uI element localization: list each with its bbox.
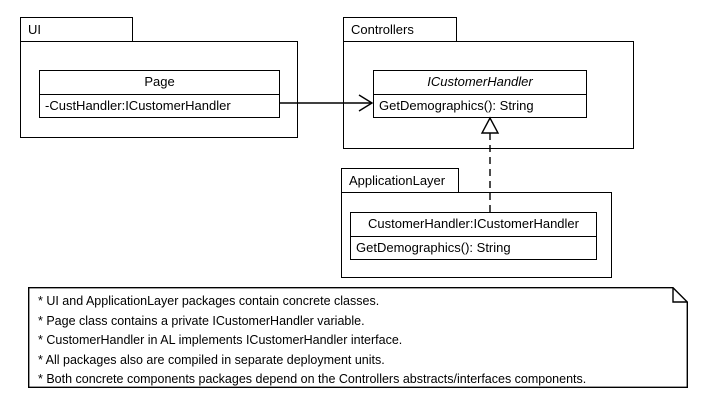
note-shape — [28, 287, 688, 388]
diagram-note[interactable]: * UI and ApplicationLayer packages conta… — [28, 287, 688, 388]
package-tab-applicationlayer[interactable]: ApplicationLayer — [341, 168, 459, 193]
package-label-ui: UI — [28, 22, 41, 37]
class-name-icustomerhandler: ICustomerHandler — [374, 71, 586, 95]
class-operation-getdemographics-interface: GetDemographics(): String — [379, 98, 534, 113]
class-attribute-custhandler: -CustHandler:ICustomerHandler — [45, 98, 231, 113]
class-operation-getdemographics-impl: GetDemographics(): String — [356, 240, 511, 255]
package-label-controllers: Controllers — [351, 22, 414, 37]
package-tab-ui[interactable]: UI — [20, 17, 133, 42]
class-customerhandler[interactable]: CustomerHandler:ICustomerHandler GetDemo… — [350, 212, 597, 260]
note-line-2: * Page class contains a private ICustome… — [38, 313, 365, 328]
note-line-5: * Both concrete components packages depe… — [38, 372, 587, 386]
class-name-customerhandler: CustomerHandler:ICustomerHandler — [351, 213, 596, 237]
package-tab-controllers[interactable]: Controllers — [343, 17, 457, 42]
class-name-page: Page — [40, 71, 279, 95]
class-page[interactable]: Page -CustHandler:ICustomerHandler — [39, 70, 280, 118]
note-line-1: * UI and ApplicationLayer packages conta… — [38, 294, 380, 308]
note-line-3: * CustomerHandler in AL implements ICust… — [38, 333, 403, 347]
note-text-block: * UI and ApplicationLayer packages conta… — [38, 292, 586, 390]
class-icustomerhandler[interactable]: ICustomerHandler GetDemographics(): Stri… — [373, 70, 587, 118]
note-line-4: * All packages also are compiled in sepa… — [38, 352, 385, 367]
package-label-applicationlayer: ApplicationLayer — [349, 173, 446, 188]
